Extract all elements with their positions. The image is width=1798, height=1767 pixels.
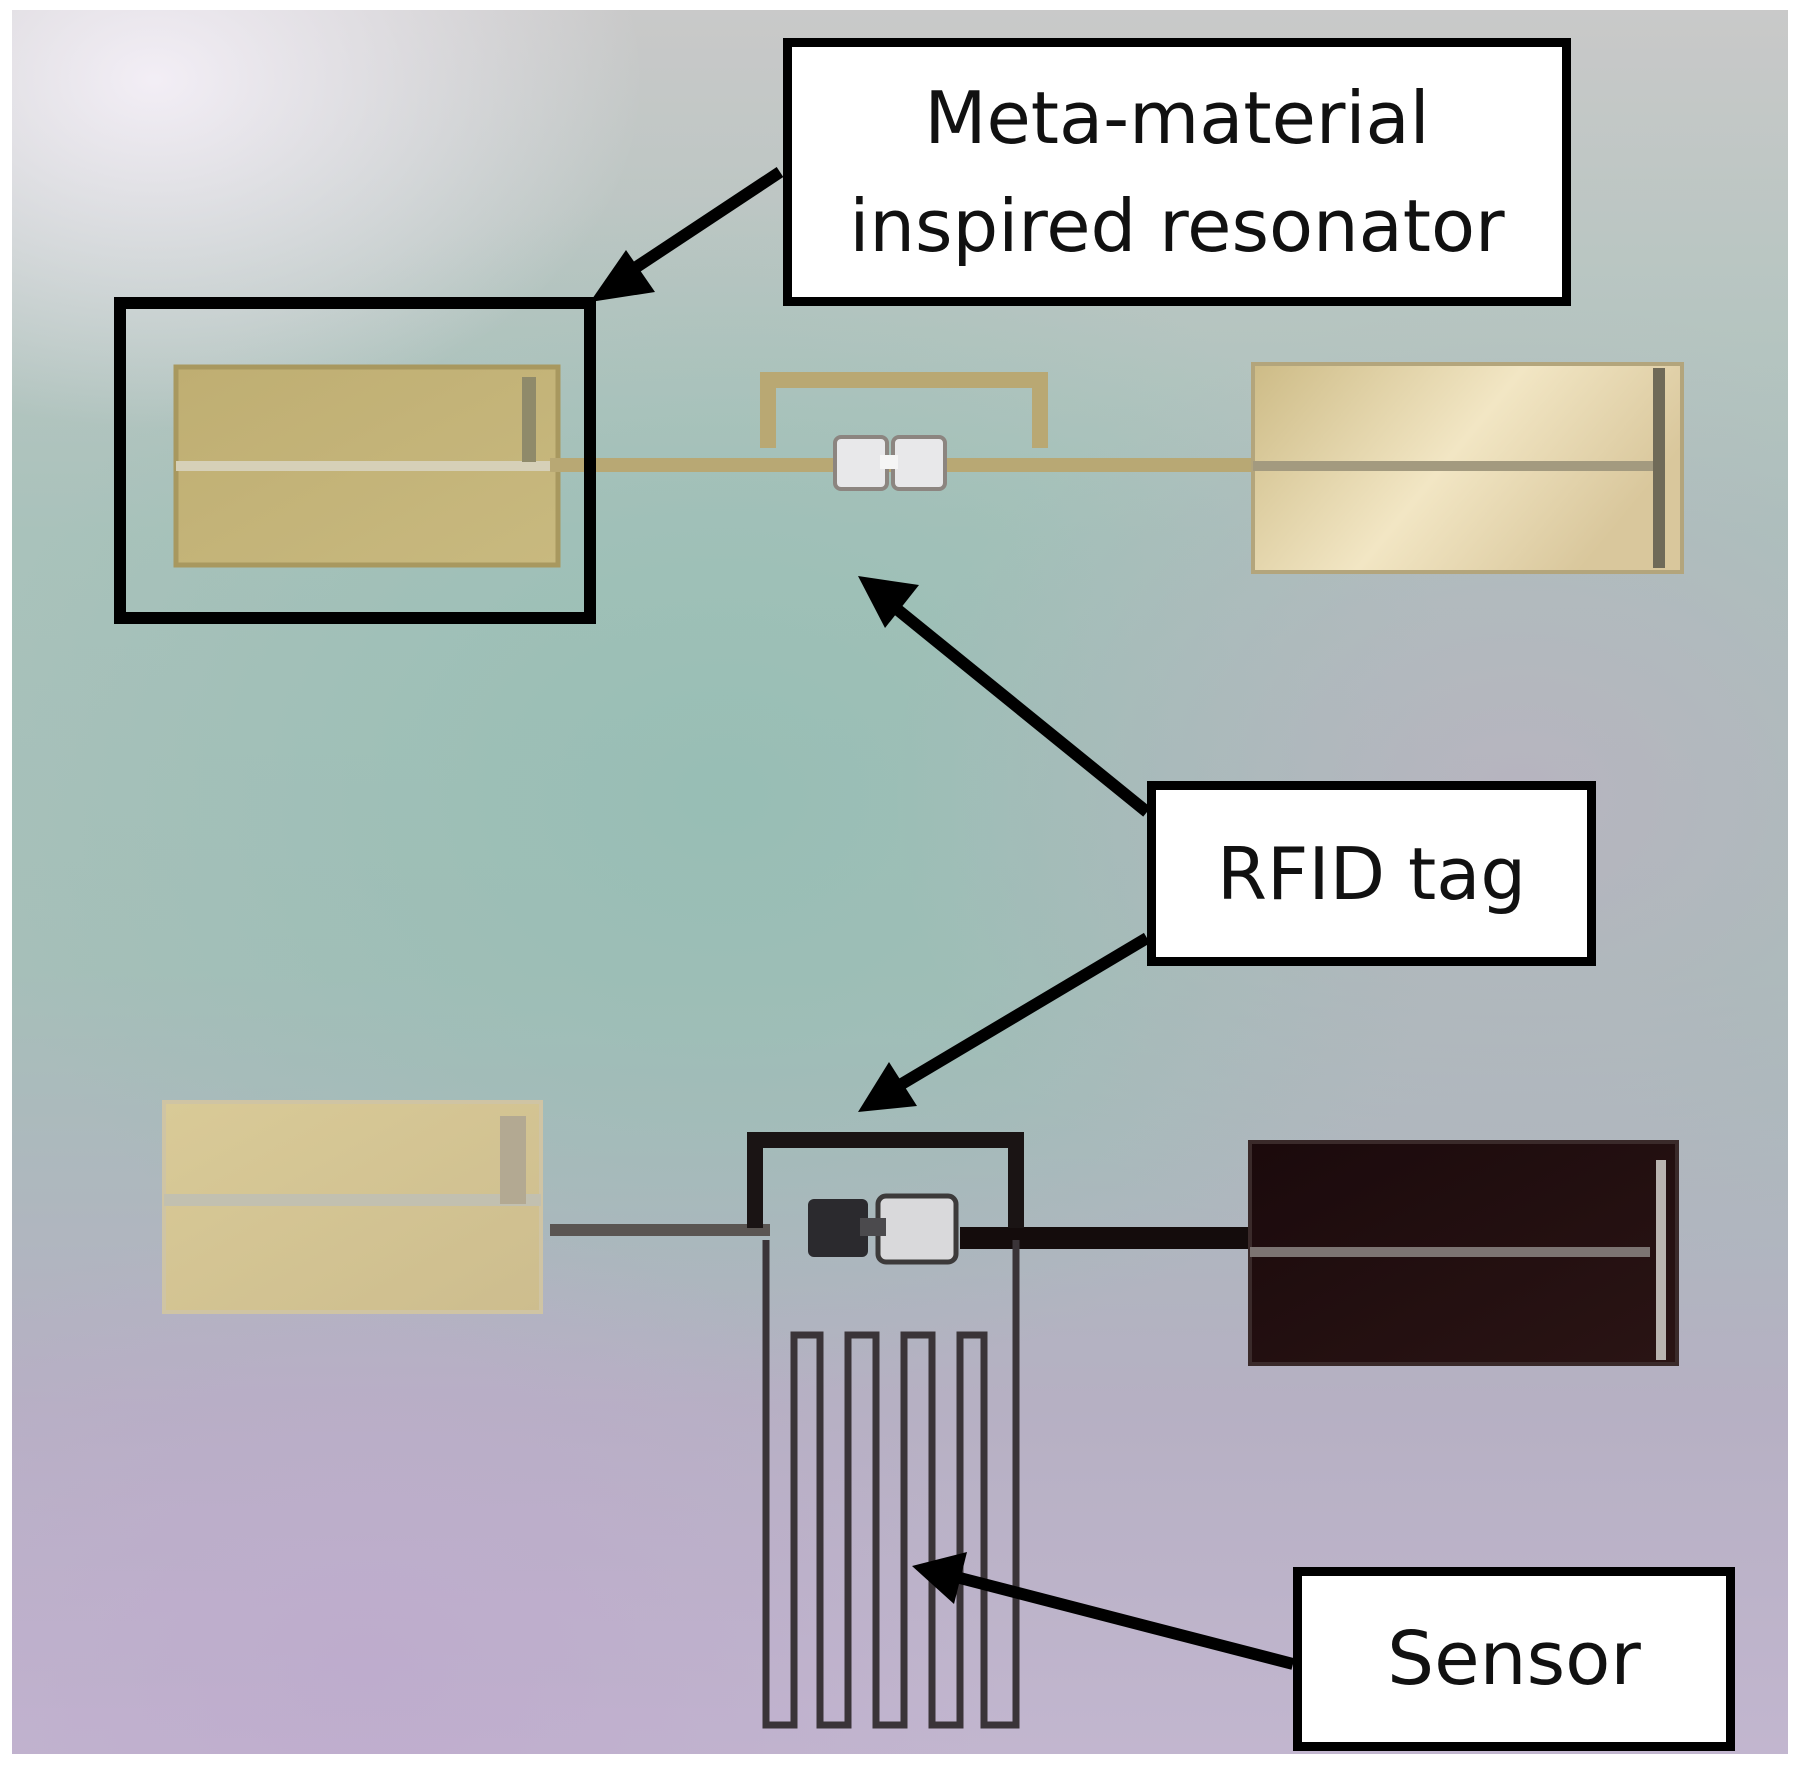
arrow-to-resonator <box>590 166 784 302</box>
arrow-to-rfid-bottom <box>858 932 1151 1112</box>
resonator-pad-top-left <box>173 364 561 568</box>
resonator-pad-bottom-right <box>1248 1140 1679 1366</box>
label-rfid-tag: RFID tag <box>1147 781 1596 966</box>
resonator-pad-top-right <box>1251 362 1684 574</box>
resonator-highlight-box <box>114 297 596 624</box>
label-sensor-text: Sensor <box>1387 1616 1641 1702</box>
label-sensor: Sensor <box>1293 1567 1735 1751</box>
arrow-to-rfid-top <box>858 576 1151 817</box>
rfid-tag-top <box>550 372 1260 491</box>
resonator-pad-bottom-left <box>162 1100 543 1314</box>
label-meta-material-resonator-text: Meta-material inspired resonator <box>849 76 1505 268</box>
sensor-meander <box>762 1240 1020 1729</box>
rfid-tag-bottom <box>550 1132 1260 1265</box>
label-rfid-tag-text: RFID tag <box>1216 831 1527 916</box>
arrow-to-sensor <box>912 1552 1295 1670</box>
label-meta-material-resonator: Meta-material inspired resonator <box>783 38 1571 306</box>
